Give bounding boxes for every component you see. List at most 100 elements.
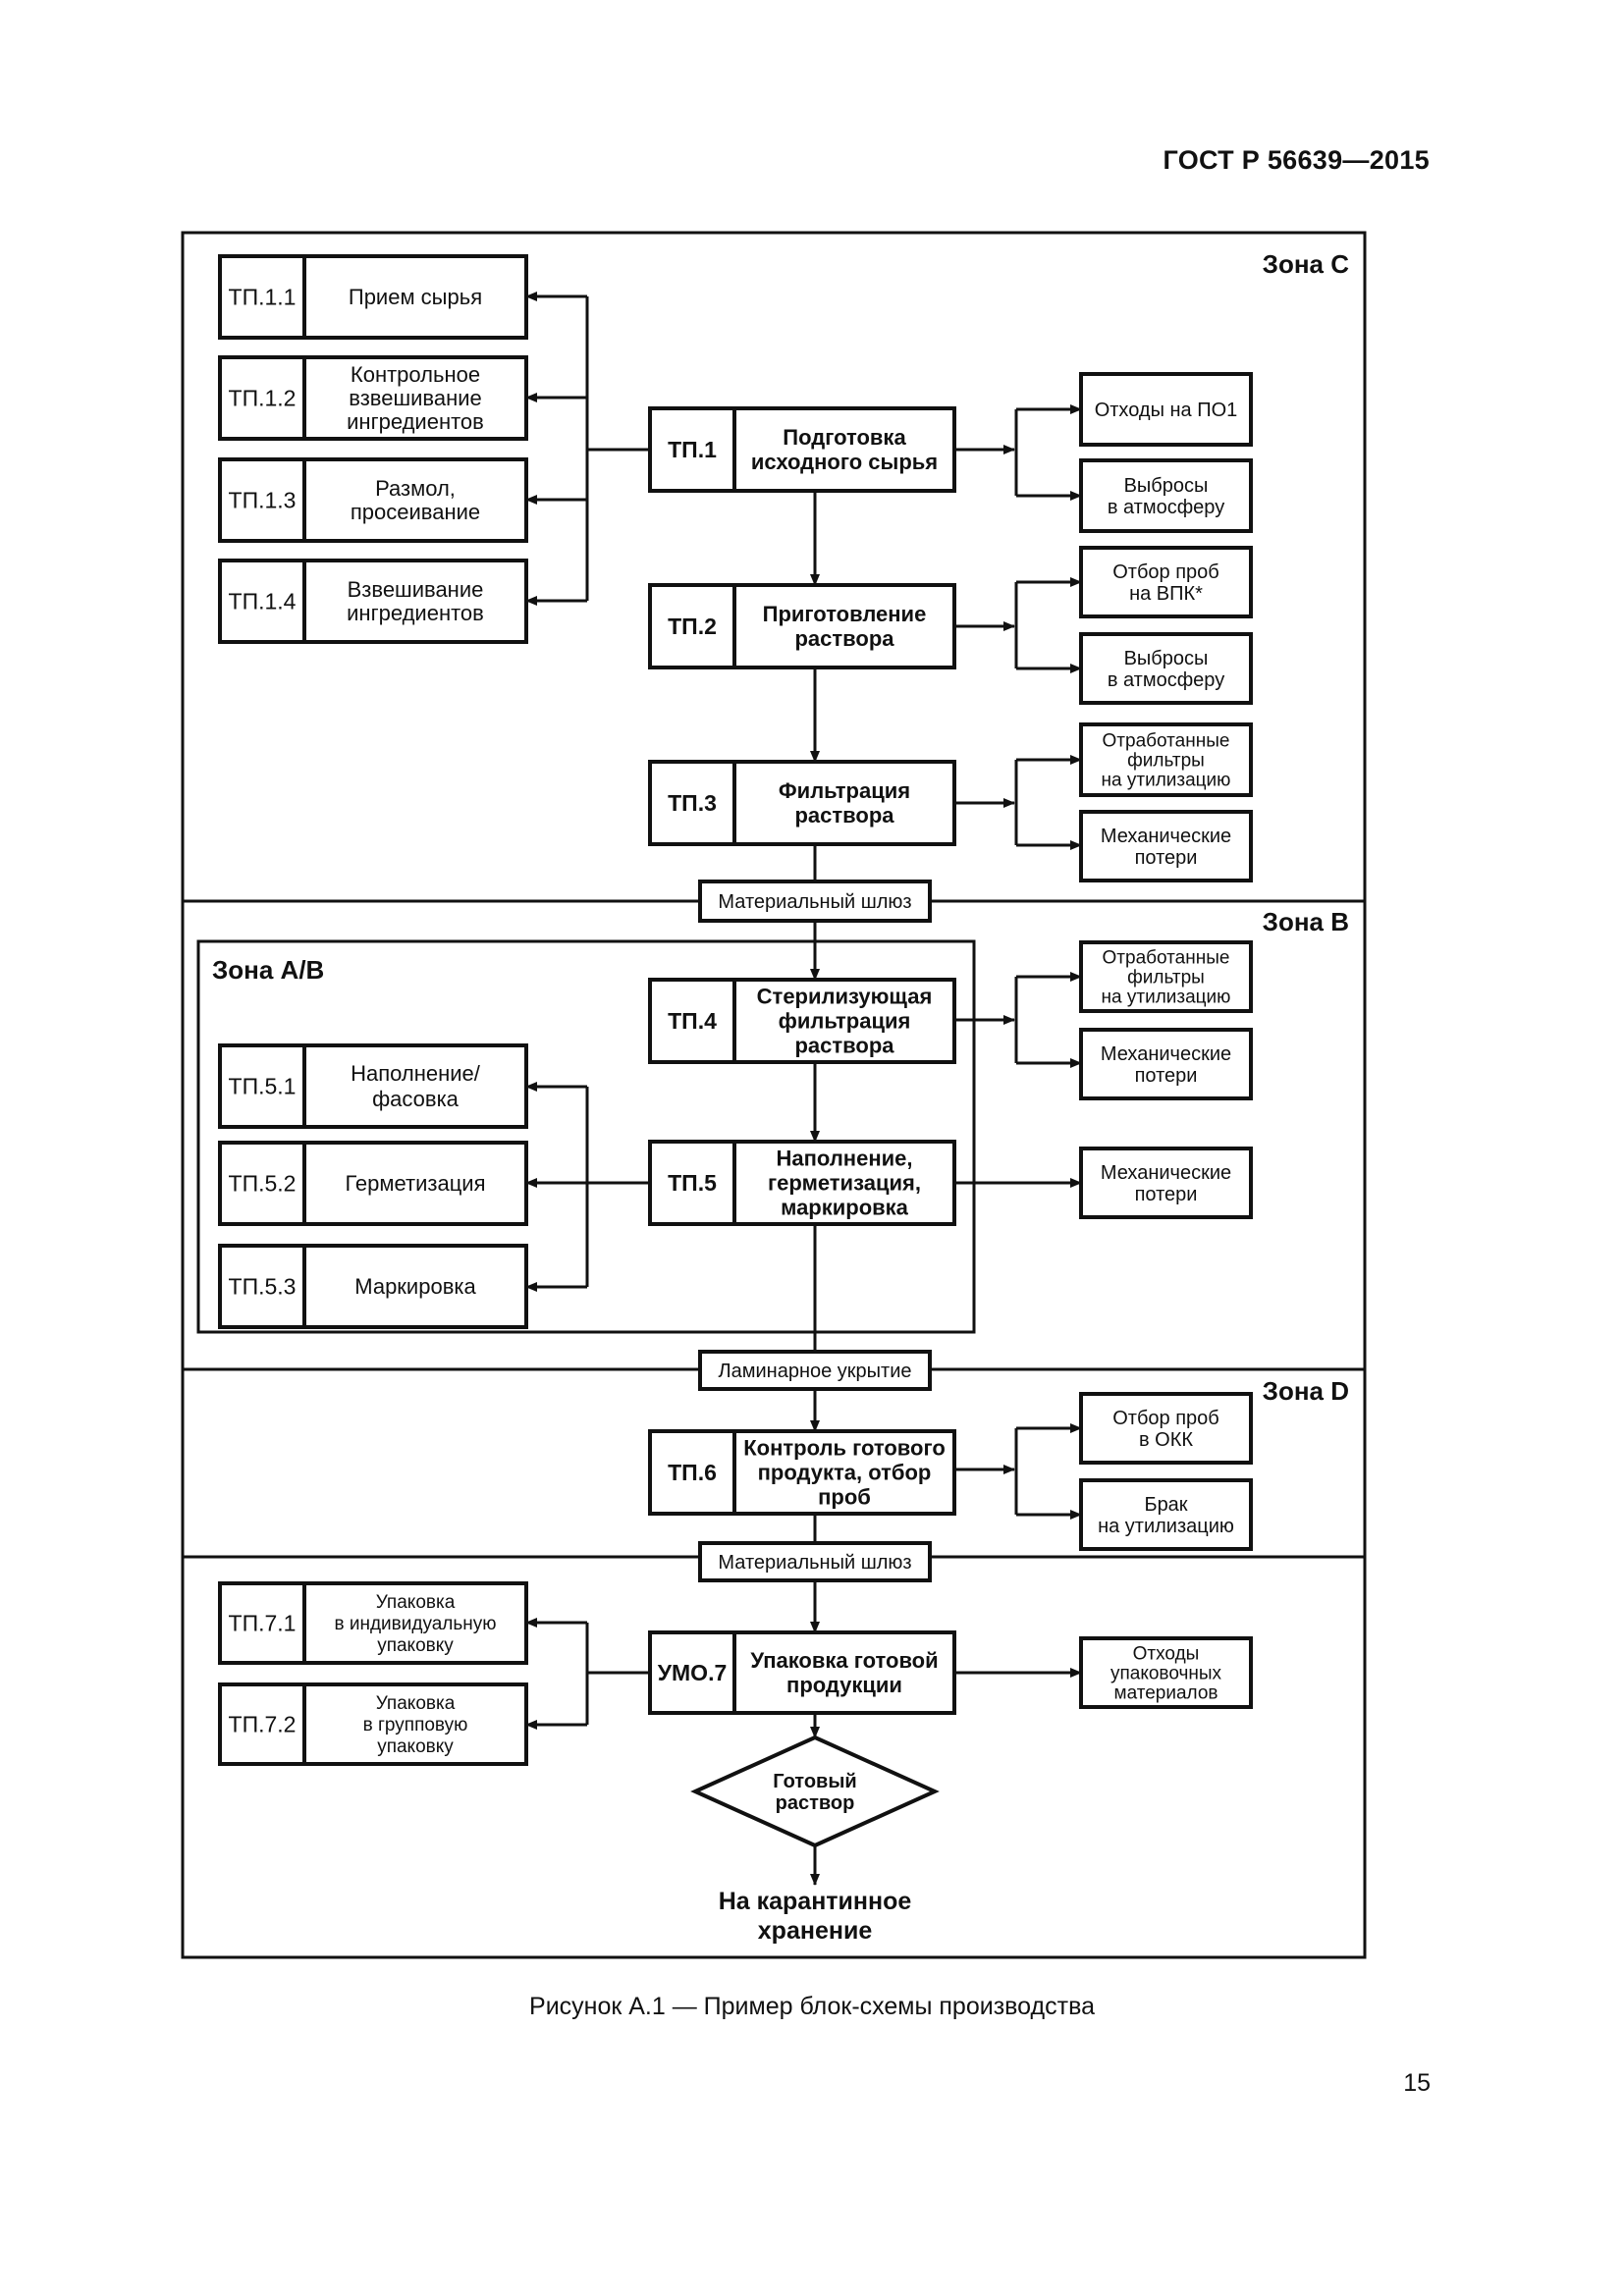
- substep-code: ТП.1.4: [229, 589, 297, 614]
- substep-label: Размол,: [375, 476, 456, 501]
- box-frame: [1079, 632, 1253, 705]
- gateway-laminar-cover: Ламинарное укрытие: [698, 1350, 932, 1391]
- step-label: проб: [818, 1485, 871, 1510]
- output-label: Механические: [1101, 1162, 1231, 1184]
- destination-label: На карантинное: [719, 1888, 912, 1915]
- step-label: Контроль готового: [743, 1436, 946, 1461]
- output-label: потери: [1135, 1184, 1198, 1205]
- box-frame: [1079, 1478, 1253, 1551]
- box-frame: [1079, 546, 1253, 618]
- zone-ab-frame: [196, 939, 976, 1334]
- box-frame: [648, 583, 956, 669]
- step-label: продукта, отбор: [758, 1461, 932, 1485]
- output-label: фильтры: [1127, 751, 1205, 772]
- substep-code: ТП.5.3: [229, 1274, 297, 1300]
- diamond-shape: [690, 1735, 940, 1848]
- step-label: маркировка: [781, 1196, 909, 1220]
- box-frame: [1079, 458, 1253, 533]
- step-label: фильтрация: [779, 1009, 911, 1034]
- output-label: на ВПК*: [1129, 583, 1203, 605]
- output-label: Выбросы: [1124, 475, 1209, 497]
- step-code: ТП.5: [668, 1170, 717, 1196]
- box-frame: [218, 355, 528, 441]
- diamond-label: раствор: [776, 1792, 855, 1814]
- substep-code: ТП.5.2: [229, 1171, 297, 1197]
- step-label: продукции: [786, 1673, 902, 1697]
- box-frame: [218, 1682, 528, 1766]
- output-label: Брак: [1144, 1494, 1187, 1516]
- diagram-frame: [181, 231, 1367, 1959]
- box-frame: [698, 880, 932, 923]
- output-label: Отбор проб: [1112, 561, 1219, 583]
- step-code: ТП.6: [668, 1460, 717, 1485]
- box-frame: [648, 1140, 956, 1226]
- gateway-label: Материальный шлюз: [718, 1552, 911, 1574]
- substep-label: Контрольное: [351, 362, 480, 387]
- substep-label: взвешивание: [349, 386, 482, 410]
- output-label: в атмосферу: [1108, 497, 1224, 518]
- output-label: Отходы на ПО1: [1095, 400, 1238, 421]
- gateway-label: Материальный шлюз: [718, 891, 911, 913]
- step-code: ТП.3: [668, 790, 717, 816]
- box-frame: [218, 1043, 528, 1129]
- box-frame: [698, 1350, 932, 1391]
- step-code: ТП.4: [668, 1008, 717, 1034]
- diamond-label: Готовый: [773, 1771, 856, 1792]
- box-frame: [1079, 1028, 1253, 1100]
- step-code: ТП.2: [668, 614, 717, 639]
- step-label: раствора: [794, 803, 894, 828]
- substep-label: в индивидуальную: [334, 1614, 496, 1634]
- box-frame: [1079, 1147, 1253, 1219]
- box-frame: [648, 978, 956, 1064]
- substep-label: Упаковка: [376, 1592, 456, 1613]
- substep-label: Взвешивание: [348, 577, 484, 602]
- zone-ab-label: Зона A/B: [212, 955, 324, 985]
- step-label: Приготовление: [763, 602, 927, 626]
- box-frame: [218, 457, 528, 543]
- box-frame: [218, 254, 528, 340]
- substep-code: ТП.7.1: [229, 1611, 297, 1636]
- output-label: Отработанные: [1103, 731, 1230, 752]
- substep-label: фасовка: [372, 1087, 460, 1111]
- document-header: ГОСТ Р 56639—2015: [1163, 145, 1430, 175]
- box-frame: [218, 1244, 528, 1329]
- box-frame: [218, 559, 528, 644]
- figure-caption: Рисунок А.1 — Пример блок-схемы производ…: [529, 1993, 1095, 2020]
- step-label: Наполнение,: [777, 1147, 913, 1171]
- destination-label: хранение: [758, 1917, 873, 1945]
- step-label: раствора: [794, 1034, 894, 1058]
- step-code: УМО.7: [658, 1660, 728, 1685]
- substep-label: упаковку: [377, 1635, 454, 1656]
- substep-label: ингредиентов: [347, 601, 484, 625]
- connectors: [525, 292, 1082, 1886]
- box-frame: [1079, 940, 1253, 1013]
- box-frame: [1079, 810, 1253, 882]
- step-label: раствора: [794, 626, 894, 651]
- substep-code: ТП.7.2: [229, 1712, 297, 1737]
- output-label: Отходы: [1133, 1644, 1200, 1665]
- output-label: в ОКК: [1139, 1429, 1193, 1451]
- zone-d-label: Зона D: [1263, 1376, 1349, 1406]
- gateway-material-lock-2: Материальный шлюз: [698, 1541, 932, 1582]
- step-label: Подготовка: [783, 425, 906, 450]
- box-frame: [648, 406, 956, 493]
- page-number: 15: [1403, 2069, 1431, 2097]
- substep-code: ТП.1.1: [229, 285, 297, 310]
- zone-b-label: Зона B: [1263, 907, 1349, 936]
